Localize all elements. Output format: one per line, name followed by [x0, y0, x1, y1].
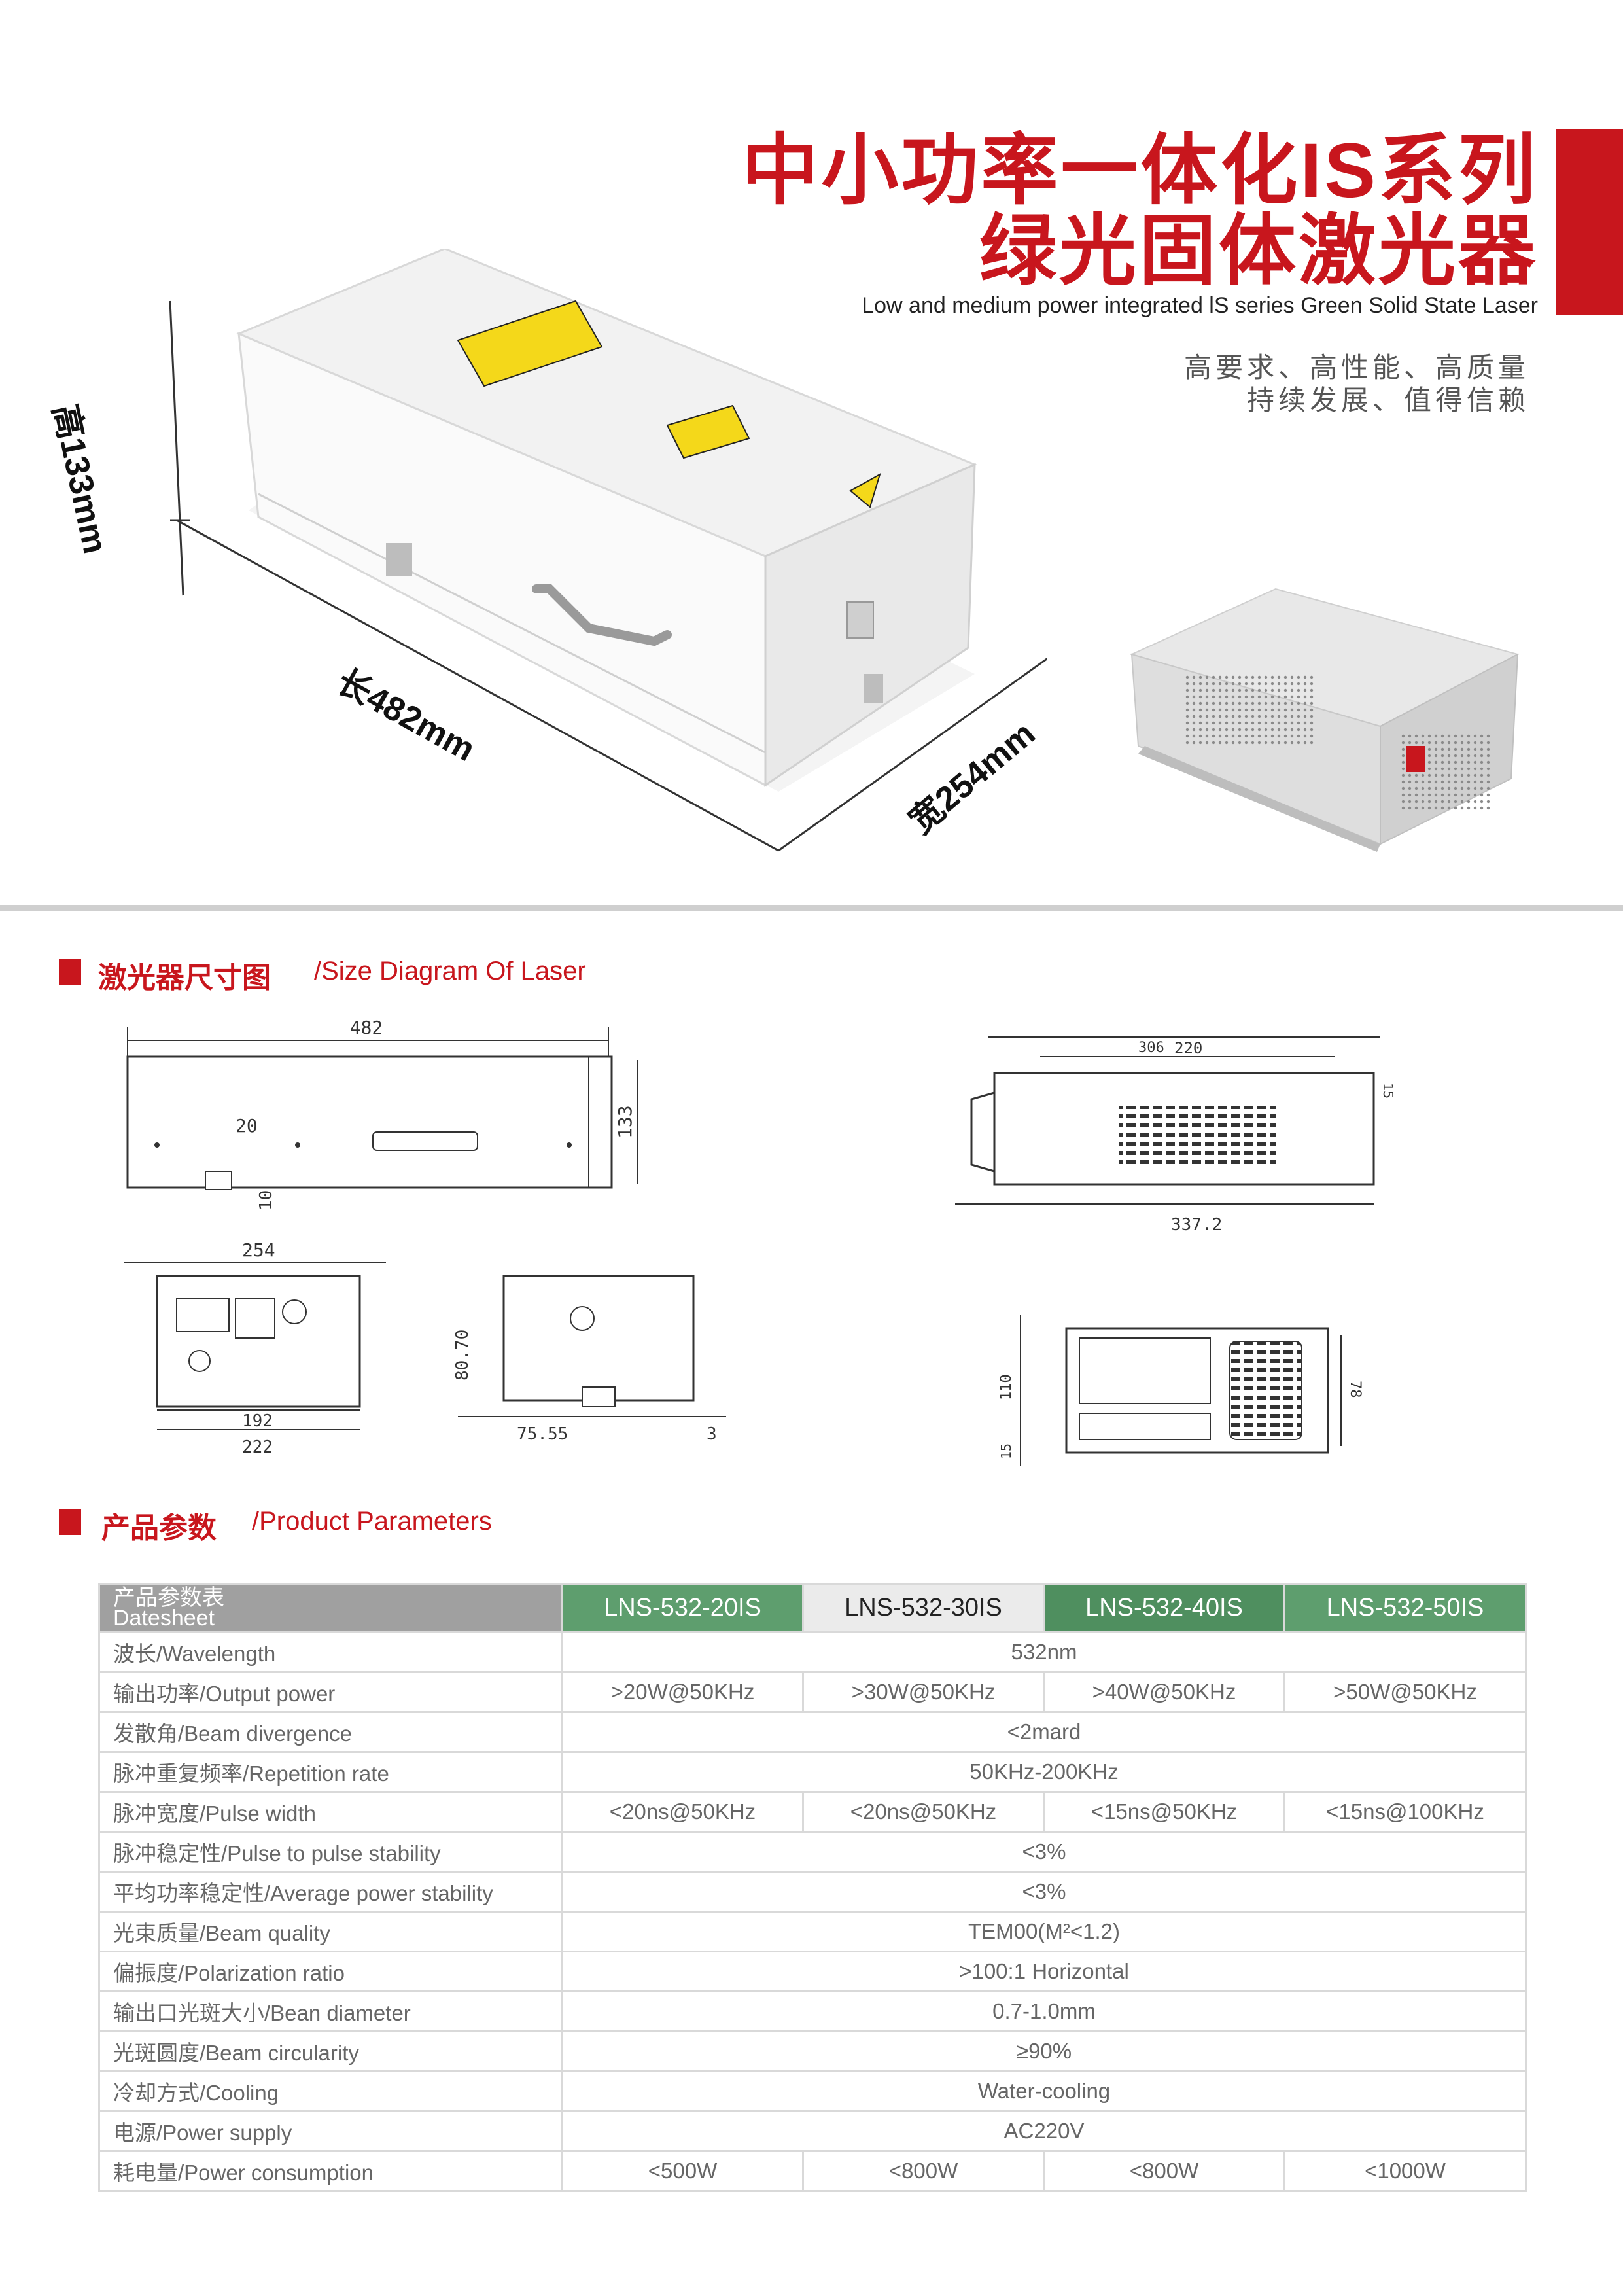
section-marker	[59, 1509, 81, 1535]
table-row: 偏振度/Polarization ratio>100:1 Horizontal	[98, 1951, 1527, 1992]
size-section-title-en: /Size Diagram Of Laser	[314, 957, 586, 985]
param-label: 光束质量/Beam quality	[98, 1911, 563, 1952]
param-label: 冷却方式/Cooling	[98, 2070, 563, 2112]
table-row: 光斑圆度/Beam circularity≥90%	[98, 2030, 1527, 2072]
param-value: <20ns@50KHz	[561, 1791, 804, 1833]
dim-inner: 220	[1174, 1039, 1202, 1057]
param-value: >20W@50KHz	[561, 1671, 804, 1713]
param-label: 输出功率/Output power	[98, 1671, 563, 1713]
slogan-line1: 高要求、高性能、高质量	[1183, 352, 1529, 383]
dim-height: 133	[614, 1105, 636, 1139]
end-view-right-diagram: 110 78 15	[998, 1315, 1363, 1466]
table-row: 发散角/Beam divergence<2mard	[98, 1711, 1527, 1753]
param-value: <800W	[802, 2150, 1045, 2192]
dim-inner: 78	[1347, 1381, 1363, 1398]
params-section-title-en: /Product Parameters	[252, 1507, 492, 1536]
dim-length: 482	[350, 1017, 383, 1038]
param-value: <1000W	[1283, 2150, 1527, 2192]
param-label: 脉冲宽度/Pulse width	[98, 1791, 563, 1833]
product-parameters-table: 产品参数表 Datesheet LNS-532-20IS LNS-532-30I…	[98, 1583, 1527, 2192]
param-label: 脉冲重复频率/Repetition rate	[98, 1751, 563, 1793]
model-header-4: LNS-532-50IS	[1283, 1583, 1527, 1633]
param-label: 偏振度/Polarization ratio	[98, 1951, 563, 1992]
dim-offset: 20	[236, 1115, 258, 1137]
param-label: 光斑圆度/Beam circularity	[98, 2030, 563, 2072]
param-value: <15ns@100KHz	[1283, 1791, 1527, 1833]
dim-height: 110	[998, 1374, 1015, 1400]
dim-foot: 3	[707, 1424, 717, 1444]
param-label: 耗电量/Power consumption	[98, 2150, 563, 2192]
table-row: 脉冲稳定性/Pulse to pulse stability<3%	[98, 1831, 1527, 1873]
param-value: Water-cooling	[561, 2070, 1527, 2112]
param-value: <15ns@50KHz	[1043, 1791, 1285, 1833]
param-label: 电源/Power supply	[98, 2110, 563, 2152]
param-value: >30W@50KHz	[802, 1671, 1045, 1713]
dim-total: 337.2	[1171, 1215, 1222, 1235]
model-header-1: LNS-532-20IS	[561, 1583, 804, 1633]
table-row: 输出功率/Output power>20W@50KHz>30W@50KHz>40…	[98, 1671, 1527, 1713]
dim-foot: 15	[998, 1443, 1014, 1459]
dim-height: 80.70	[453, 1330, 472, 1381]
table-corner-cn: 产品参数表	[113, 1585, 224, 1610]
table-corner-en: Datesheet	[113, 1605, 215, 1631]
param-label: 脉冲稳定性/Pulse to pulse stability	[98, 1831, 563, 1873]
size-section-title-cn: 激光器尺寸图	[98, 962, 271, 994]
param-value: <3%	[561, 1831, 1527, 1873]
dim-outer: 222	[242, 1438, 273, 1457]
page-title-line1: 中小功率一体化IS系列	[741, 128, 1538, 214]
param-value: >40W@50KHz	[1043, 1671, 1285, 1713]
table-row: 脉冲宽度/Pulse width<20ns@50KHz<20ns@50KHz<1…	[98, 1791, 1527, 1833]
dim-top: 15	[1380, 1083, 1396, 1099]
page-subtitle-en: Low and medium power integrated lS serie…	[862, 293, 1538, 318]
dim-offset: 75.55	[517, 1424, 568, 1444]
dim-inner: 192	[242, 1411, 273, 1431]
param-value: 0.7-1.0mm	[561, 1990, 1527, 2032]
table-corner-header: 产品参数表 Datesheet	[98, 1583, 563, 1633]
param-value: <3%	[561, 1871, 1527, 1913]
params-section-title-cn: 产品参数	[101, 1512, 217, 1544]
table-row: 耗电量/Power consumption<500W<800W<800W<100…	[98, 2150, 1527, 2192]
end-view-left-diagram: 254 192 222	[124, 1239, 386, 1457]
param-label: 发散角/Beam divergence	[98, 1711, 563, 1753]
dim-outer: 306	[1138, 1040, 1164, 1056]
side-view-diagram: 306 220 15 337.2	[955, 1036, 1396, 1235]
front-view-diagram: 482 133 20 10	[126, 1017, 638, 1210]
page-title-line2: 绿光固体激光器	[979, 208, 1538, 294]
section-divider	[0, 905, 1623, 911]
param-value: <500W	[561, 2150, 804, 2192]
param-value: 532nm	[561, 1631, 1527, 1673]
param-value: 50KHz-200KHz	[561, 1751, 1527, 1793]
param-value: <800W	[1043, 2150, 1285, 2192]
slogan-line2: 持续发展、值得信赖	[1246, 385, 1529, 415]
dim-width: 254	[242, 1239, 275, 1261]
end-view-mid-diagram: 80.70 75.55 3	[453, 1275, 726, 1444]
param-label: 输出口光斑大小/Bean diameter	[98, 1990, 563, 2032]
laser-product-illustration	[169, 249, 1047, 852]
param-value: >50W@50KHz	[1283, 1671, 1527, 1713]
table-row: 平均功率稳定性/Average power stability<3%	[98, 1871, 1527, 1913]
dim-foot: 10	[256, 1190, 276, 1210]
param-value: AC220V	[561, 2110, 1527, 2152]
param-label: 波长/Wavelength	[98, 1631, 563, 1673]
param-label: 平均功率稳定性/Average power stability	[98, 1871, 563, 1913]
section-marker	[59, 959, 81, 985]
model-header-2: LNS-532-30IS	[802, 1583, 1045, 1633]
param-value: ≥90%	[561, 2030, 1527, 2072]
model-header-3: LNS-532-40IS	[1043, 1583, 1285, 1633]
param-value: <2mard	[561, 1711, 1527, 1753]
param-value: <20ns@50KHz	[802, 1791, 1045, 1833]
param-value: TEM00(M²<1.2)	[561, 1911, 1527, 1952]
header-accent-bar	[1556, 129, 1623, 315]
laser-unit-rear-photo	[1130, 588, 1520, 852]
param-value: >100:1 Horizontal	[561, 1951, 1527, 1992]
